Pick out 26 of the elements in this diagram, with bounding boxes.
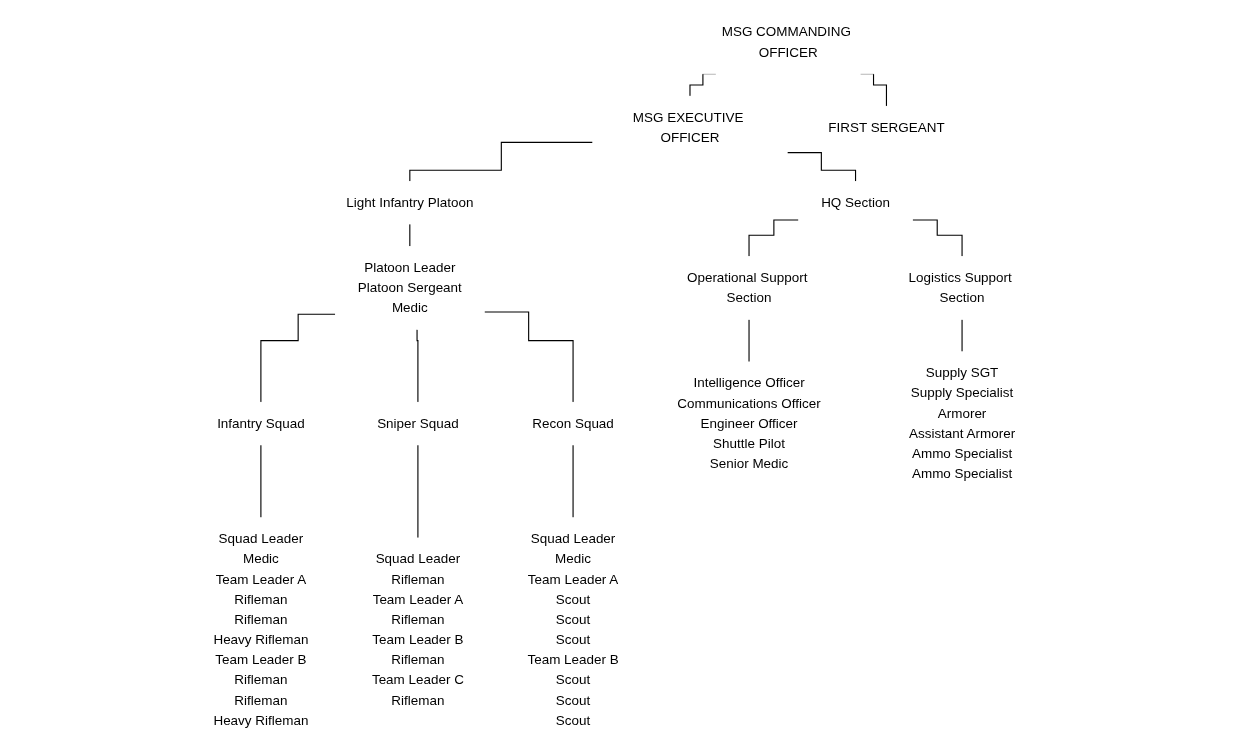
node-text: MSG COMMANDING OFFICER bbox=[722, 24, 852, 60]
node-text: Squad Leader Rifleman Team Leader A Rifleman Team Leader B Rifleman Team Leader C Rifleman bbox=[372, 551, 465, 708]
node-text: HQ Section bbox=[821, 194, 891, 210]
connector bbox=[748, 219, 800, 258]
node-text: Operational Support Section bbox=[687, 269, 808, 306]
node-text: Intelligence Officer Communications Officer Engineer Officer Shuttle Pilot Senior Medic bbox=[677, 375, 822, 472]
node-text: Platoon Leader Platoon Sergeant Medic bbox=[358, 259, 463, 316]
node-text: Squad Leader Medic Team Leader A Scout Scout Scout Team Leader B Scout Scout Scout bbox=[527, 531, 620, 728]
node-text: Squad Leader Medic Team Leader A Rifleman Rifleman Heavy Rifleman Team Leader B Rifleman Rifleman Heavy Rifleman bbox=[213, 531, 309, 728]
node-text: Logistics Support Section bbox=[908, 269, 1013, 306]
connector bbox=[787, 152, 857, 182]
node-text: FIRST SERGEANT bbox=[828, 119, 946, 135]
connector bbox=[409, 223, 411, 247]
connector bbox=[260, 444, 262, 519]
node-text: Infantry Squad bbox=[217, 415, 306, 431]
connector bbox=[417, 444, 419, 539]
node-text: Recon Squad bbox=[532, 415, 615, 431]
node-text: Supply SGT Supply Specialist Armorer Assistant Armorer Ammo Specialist Ammo Specialist bbox=[909, 365, 1016, 482]
connector bbox=[416, 328, 419, 403]
node-text: Sniper Squad bbox=[377, 415, 460, 431]
connector bbox=[409, 141, 594, 182]
connector bbox=[912, 219, 963, 258]
node-text: Light Infantry Platoon bbox=[346, 194, 474, 210]
connector bbox=[260, 313, 337, 403]
node-text: MSG EXECUTIVE OFFICER bbox=[633, 109, 744, 145]
connector bbox=[484, 311, 574, 403]
